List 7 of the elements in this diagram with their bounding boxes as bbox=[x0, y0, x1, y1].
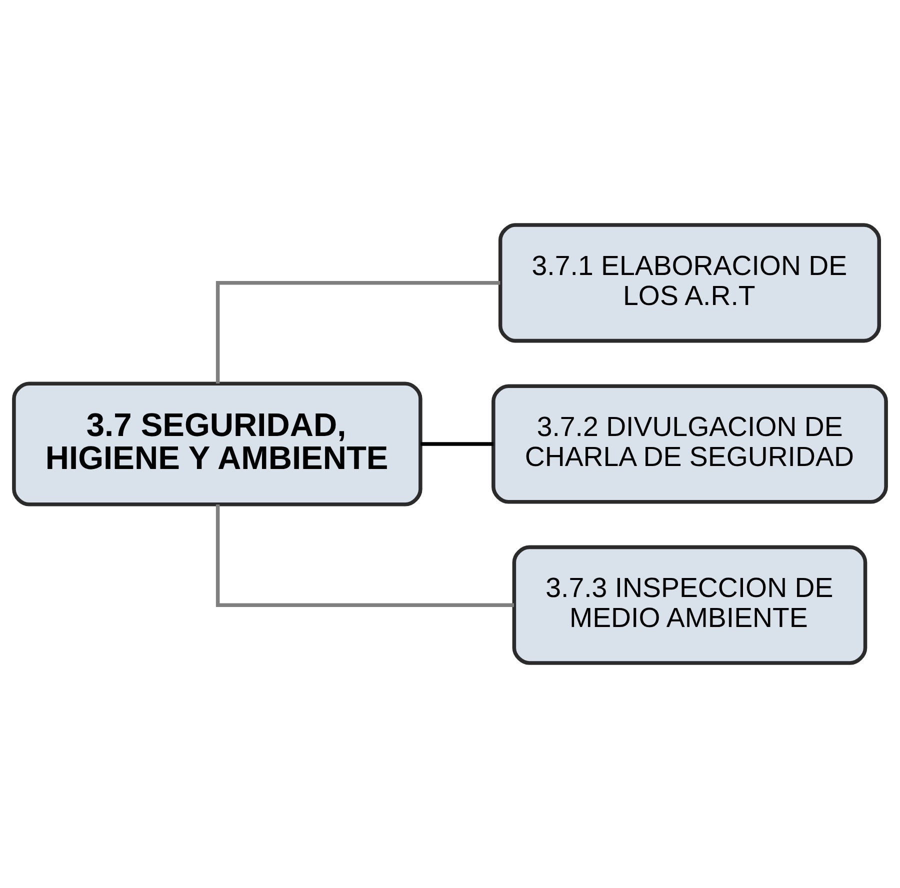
node-box: 3.7 SEGURIDAD, HIGIENE Y AMBIENTE bbox=[12, 382, 422, 506]
node-box: 3.7.2 DIVULGACION DE CHARLA DE SEGURIDAD bbox=[492, 384, 888, 504]
node-box: 3.7.1 ELABORACION DE LOS A.R.T bbox=[498, 223, 882, 343]
connector bbox=[420, 442, 494, 446]
node-box: 3.7.3 INSPECCION DE MEDIO AMBIENTE bbox=[512, 545, 868, 665]
connector bbox=[216, 504, 514, 607]
connector bbox=[216, 281, 500, 384]
